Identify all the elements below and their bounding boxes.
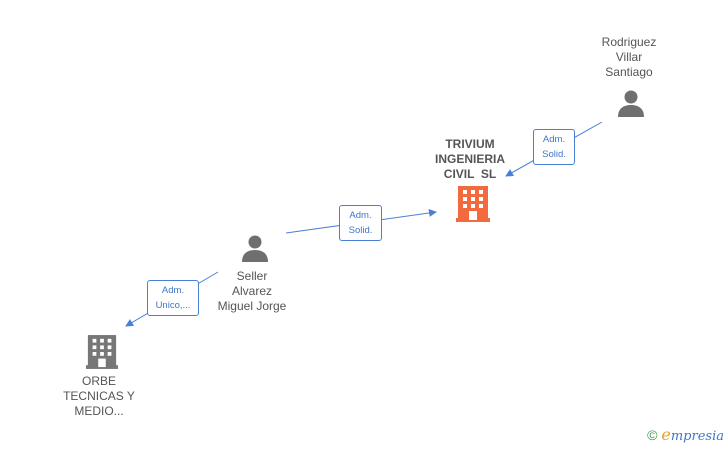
edge-label-line: Unico,... [155,300,191,311]
copyright-footer: © empresia [647,425,724,444]
node-label-trivium[interactable]: TRIVIUM INGENIERIA CIVIL SL [435,137,505,182]
node-label-line: MEDIO... [74,404,124,418]
node-label-line: TRIVIUM [445,137,495,151]
edge-label-rodriguez-trivium[interactable]: Adm. Solid. [533,129,575,165]
node-label-line: Seller [236,269,268,283]
edge-label-line: Solid. [542,149,566,160]
edge-label-line: Solid. [348,225,373,236]
edge-label-line: Adm. [161,285,185,296]
copyright-icon: © [647,426,658,443]
person-icon[interactable] [240,233,270,263]
node-label-line: Santiago [605,65,653,79]
edge-label-line: Adm. [542,134,566,145]
node-label-line: TECNICAS Y [63,389,135,403]
building-icon[interactable] [86,335,118,369]
node-label-seller[interactable]: Seller Alvarez Miguel Jorge [218,269,287,314]
brand-logo[interactable]: empresia [661,425,724,444]
node-label-line: CIVIL SL [443,167,497,181]
node-label-line: ORBE [81,374,117,388]
node-label-line: Rodriguez [601,35,657,49]
node-label-orbe[interactable]: ORBE TECNICAS Y MEDIO... [63,374,135,419]
edge-label-seller-trivium[interactable]: Adm. Solid. [339,205,382,241]
node-label-line: Villar [615,50,643,64]
node-label-line: Miguel Jorge [217,299,287,313]
node-label-rodriguez[interactable]: Rodriguez Villar Santiago [602,35,657,80]
building-icon[interactable] [456,186,490,222]
brand-initial: e [661,425,671,444]
edge-label-line: Adm. [349,210,372,221]
brand-name: mpresia [670,429,724,444]
person-icon[interactable] [616,88,646,118]
node-label-line: INGENIERIA [434,152,506,166]
node-label-line: Alvarez [231,284,273,298]
edge-label-seller-orbe[interactable]: Adm. Unico,... [147,280,199,316]
